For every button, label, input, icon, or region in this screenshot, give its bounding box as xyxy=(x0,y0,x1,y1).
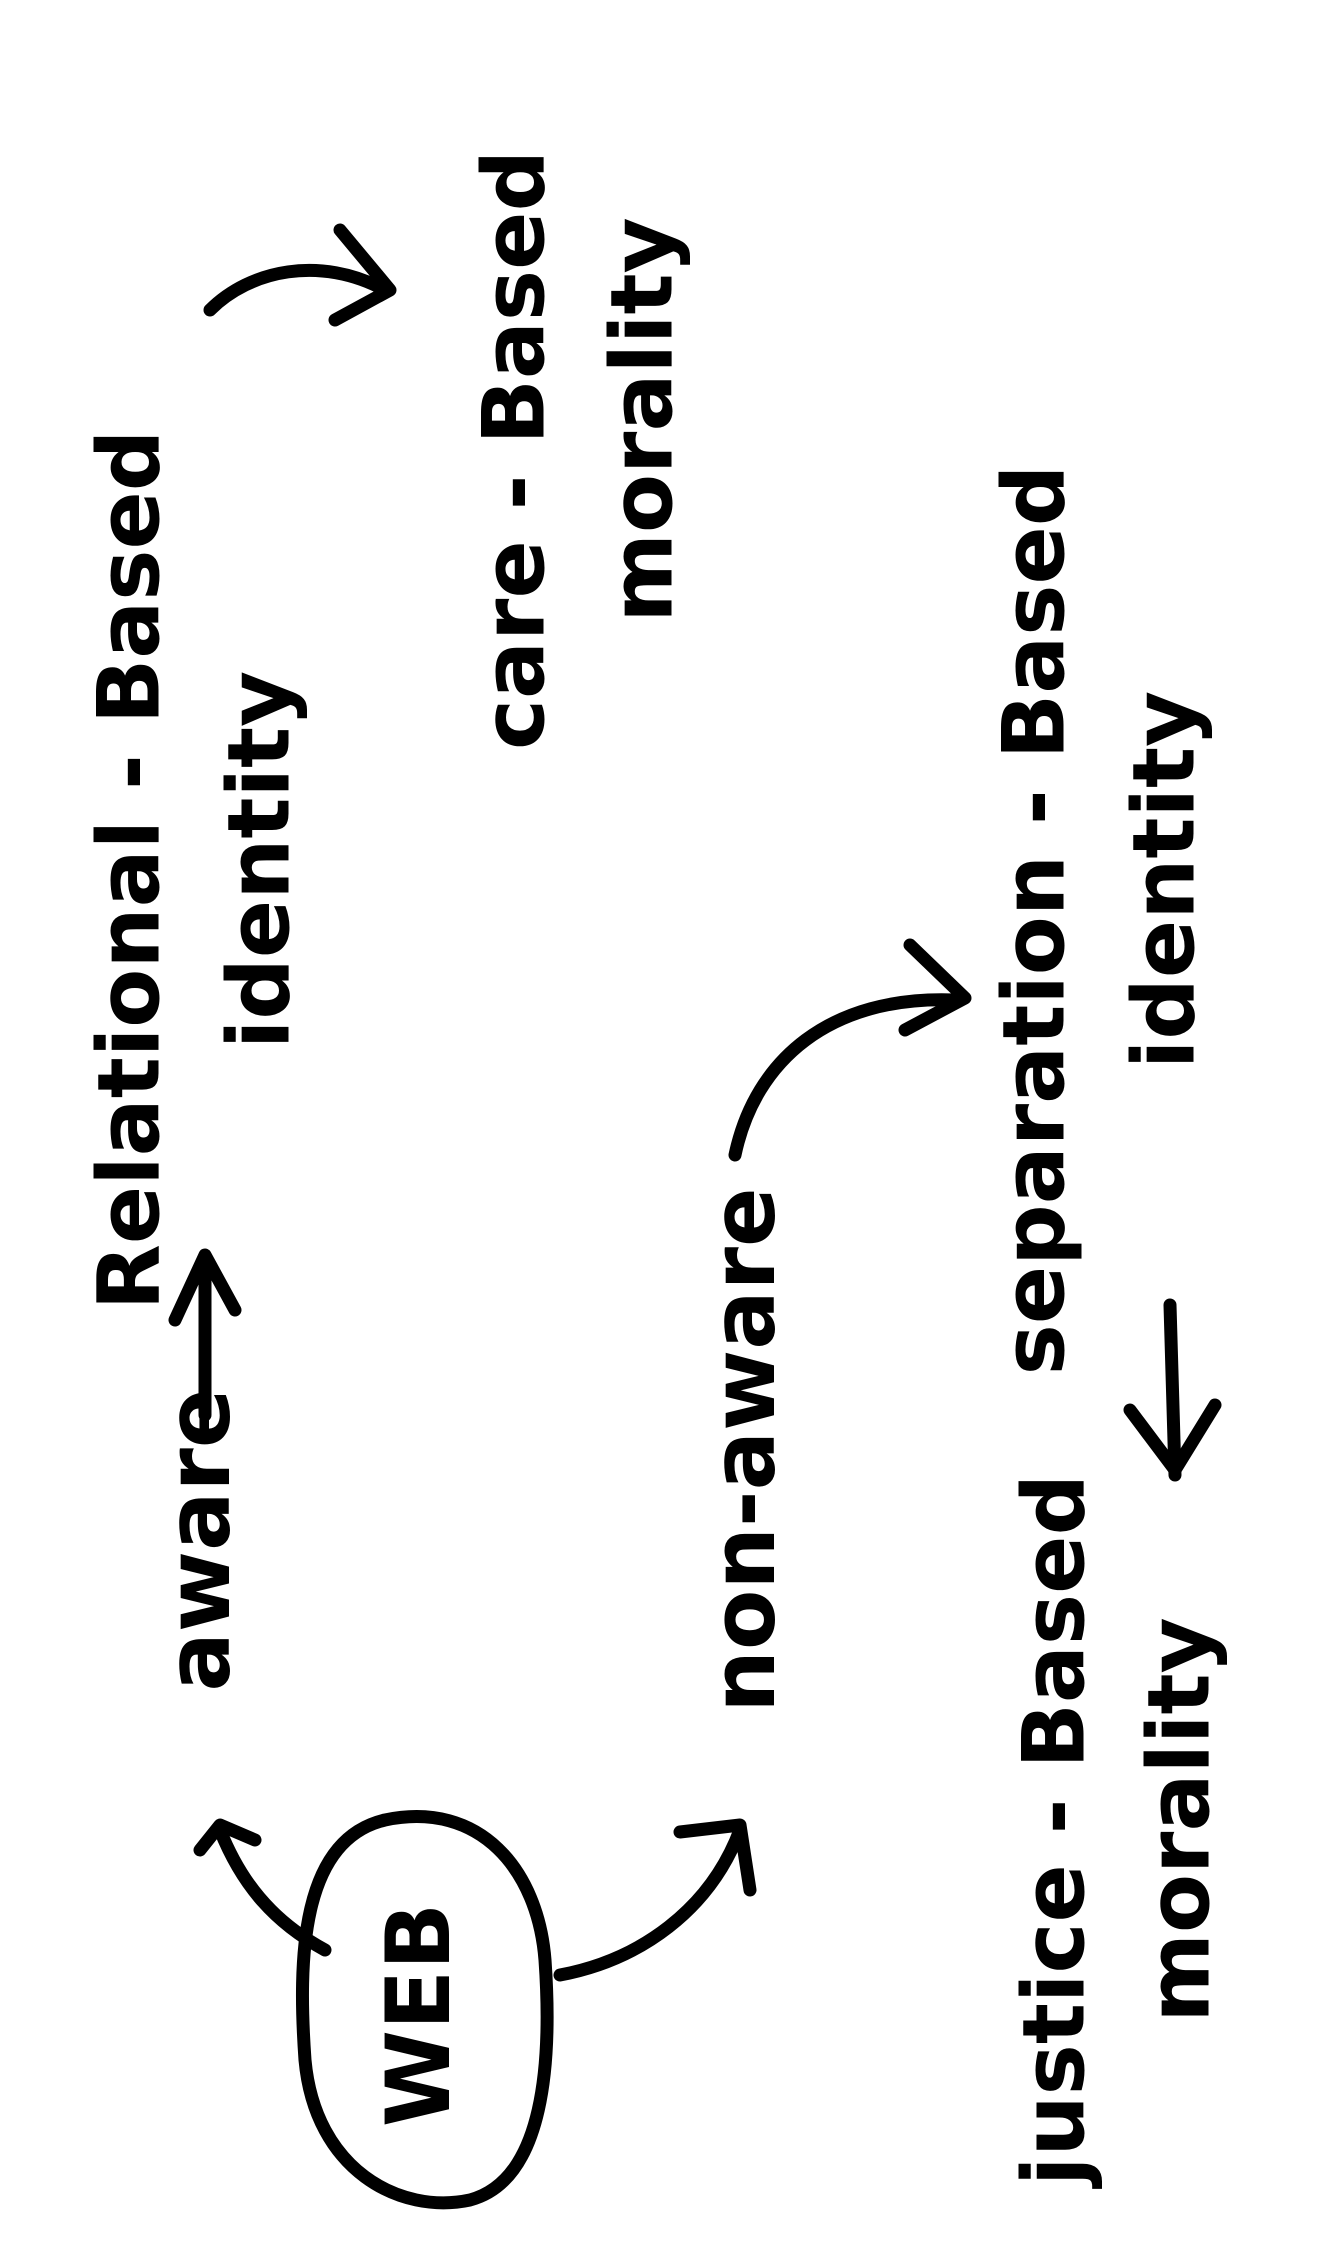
relational-based-identity: Relational - Based identity xyxy=(79,430,309,1311)
separation-based-label: separation - Based xyxy=(984,465,1084,1376)
arrow-aware-to-relational-identity xyxy=(168,1248,242,1422)
arrow-non-aware-to-separation-identity xyxy=(728,938,972,1162)
relational-identity-label: identity xyxy=(209,671,309,1049)
justice-based-morality: justice - Based morality xyxy=(1004,1474,1229,2189)
non-aware-label: non-aware xyxy=(692,1187,795,1712)
justice-based-label: justice - Based xyxy=(1004,1474,1104,2189)
aware-label: aware xyxy=(147,1388,250,1691)
care-morality-label: morality xyxy=(592,217,692,622)
web-label: WEB xyxy=(367,1903,470,2127)
arrow-relational-to-care-morality xyxy=(203,223,397,327)
relational-based-label: Relational - Based xyxy=(79,430,179,1311)
care-based-morality: care - Based morality xyxy=(464,150,692,750)
web-node: WEB xyxy=(295,1810,554,2210)
arrow-web-to-non-aware xyxy=(553,1818,757,1982)
care-based-label: care - Based xyxy=(464,150,564,750)
arrow-separation-to-justice-morality xyxy=(1123,1298,1222,1482)
arrow-web-to-aware xyxy=(193,1818,332,1957)
separation-identity-label: identity xyxy=(1114,691,1214,1069)
justice-morality-label: morality xyxy=(1129,1617,1229,2022)
web-oval xyxy=(295,1810,554,2210)
separation-based-identity: separation - Based identity xyxy=(984,465,1214,1376)
